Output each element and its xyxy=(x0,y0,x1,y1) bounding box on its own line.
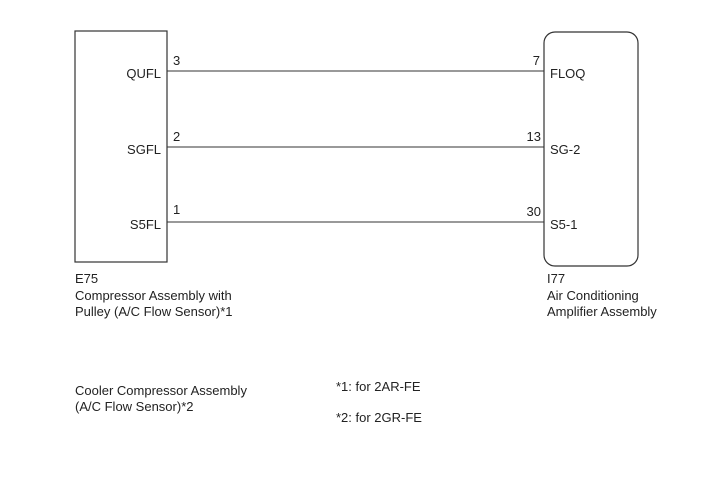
left-component-name-line-2: Pulley (A/C Flow Sensor)*1 xyxy=(75,304,233,319)
alt-component-name-line-2: (A/C Flow Sensor)*2 xyxy=(75,399,194,414)
left-pin-number: 2 xyxy=(173,129,180,144)
right-component-code: I77 xyxy=(547,271,566,286)
right-component-name-line-2: Amplifier Assembly xyxy=(547,304,657,319)
right-component-name-line-1: Air Conditioning xyxy=(547,288,639,303)
right-pin-number: 30 xyxy=(527,204,541,219)
left-signal-label: S5FL xyxy=(130,217,161,232)
left-signal-label: QUFL xyxy=(126,66,161,81)
left-pin-number: 1 xyxy=(173,202,180,217)
left-pin-number: 3 xyxy=(173,53,180,68)
connection-wire-1: QUFL 3 7 FLOQ xyxy=(126,53,585,81)
right-signal-label: S5-1 xyxy=(550,217,577,232)
left-signal-label: SGFL xyxy=(127,142,161,157)
right-pin-number: 7 xyxy=(533,53,540,68)
footnote-1: *1: for 2AR-FE xyxy=(336,379,421,394)
right-pin-number: 13 xyxy=(527,129,541,144)
alt-component-name-line-1: Cooler Compressor Assembly xyxy=(75,383,247,398)
right-component-box xyxy=(543,31,639,267)
footnote-2: *2: for 2GR-FE xyxy=(336,410,422,425)
left-component-code: E75 xyxy=(75,271,99,286)
connection-wire-3: S5FL 1 30 S5-1 xyxy=(130,202,578,232)
connection-wire-2: SGFL 2 13 SG-2 xyxy=(127,129,580,157)
right-signal-label: SG-2 xyxy=(550,142,580,157)
right-signal-label: FLOQ xyxy=(550,66,585,81)
left-component-name-line-1: Compressor Assembly with xyxy=(75,288,232,303)
